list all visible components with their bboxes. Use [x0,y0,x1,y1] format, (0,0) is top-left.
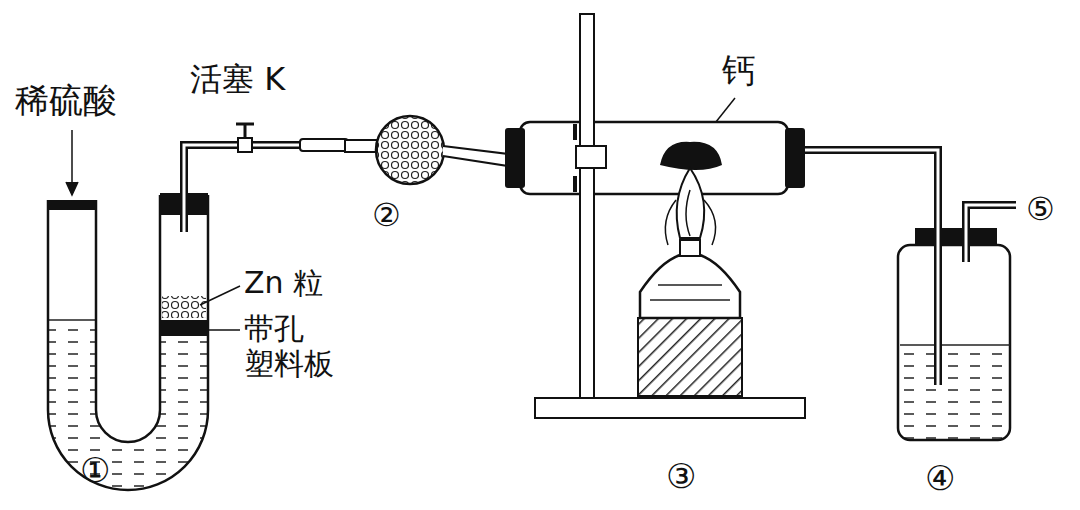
callout-number: ④ [925,460,955,497]
iron-stand [535,14,805,418]
reaction-tube [505,122,805,194]
drying-tube [345,116,508,184]
valve-label: 活塞 K [190,62,285,97]
alcohol-lamp [638,168,742,396]
sample-label: 钙 [722,52,756,89]
callout-number: ② [372,198,401,233]
part-label: 带孔 塑料板 [244,312,337,381]
part-label: Zn 粒 [244,266,323,299]
glass-tubing [184,124,348,232]
callout-number: ① [80,452,110,489]
gas-bottle [805,150,1016,440]
u-tube [48,193,208,490]
reagent-label: 稀硫酸 [15,82,117,119]
callout-number: ③ [666,458,696,495]
callout-number: ⑤ [1026,192,1055,227]
